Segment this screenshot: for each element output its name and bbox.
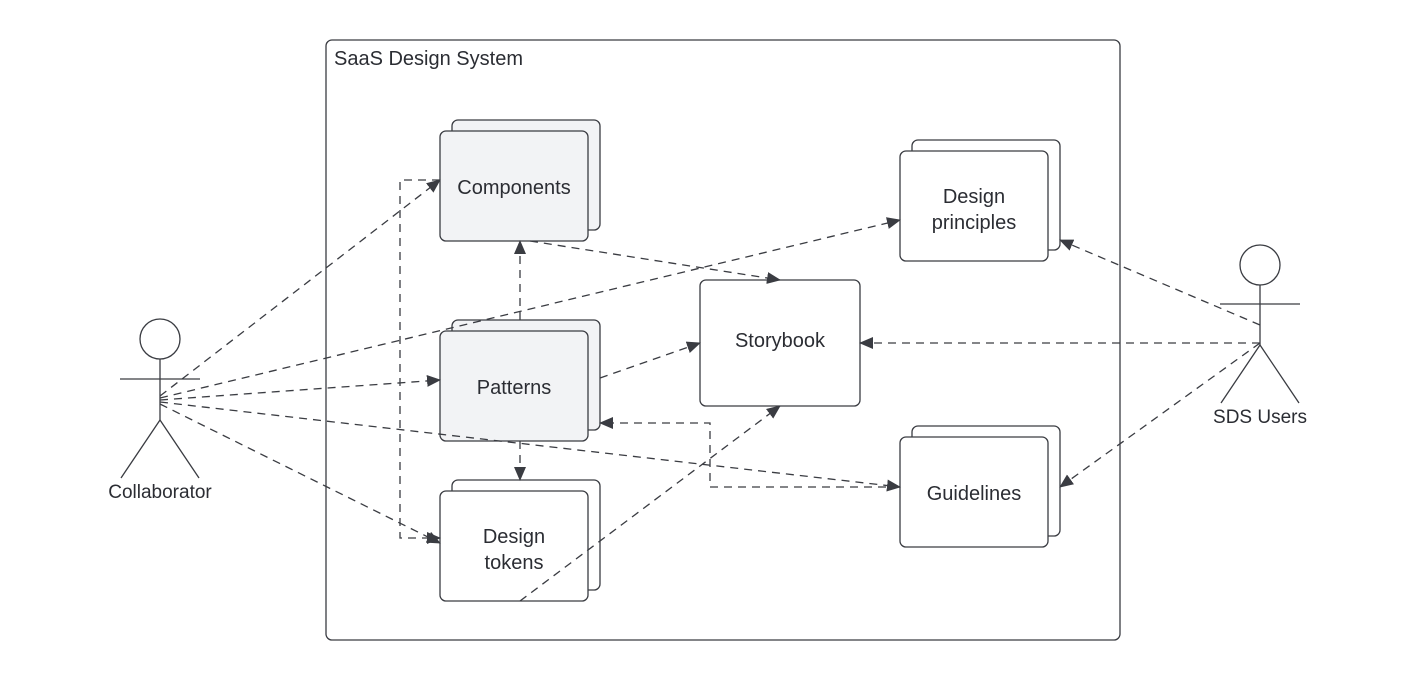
node-patterns[interactable]: Patterns <box>439 319 601 442</box>
edge-guidelines-patterns <box>599 417 900 488</box>
node-guidelines[interactable]: Guidelines <box>899 425 1061 548</box>
design-tokens-label-line-1: Design <box>483 526 545 548</box>
storybook-label: Storybook <box>735 330 826 352</box>
design-principles-label-line-2: principles <box>932 212 1016 234</box>
edge-design-tokens-storybook <box>519 405 781 602</box>
edge-components-design-tokens <box>399 179 441 544</box>
edges <box>159 179 1261 602</box>
design-principles-label-line-1: Design <box>943 186 1005 208</box>
actor-collaborator[interactable]: Collaborator <box>108 318 212 503</box>
node-components[interactable]: Components <box>439 119 601 242</box>
edge-components-storybook <box>529 240 781 284</box>
edge-collaborator-patterns <box>159 374 441 401</box>
guidelines-label: Guidelines <box>927 483 1022 505</box>
node-design-tokens[interactable]: Design tokens <box>439 479 601 602</box>
patterns-label: Patterns <box>477 377 551 399</box>
node-storybook[interactable]: Storybook <box>699 279 861 407</box>
edge-collaborator-design-tokens <box>159 403 441 544</box>
collaborator-label: Collaborator <box>108 482 212 503</box>
edge-collaborator-components <box>159 179 441 397</box>
edge-collaborator-guidelines <box>159 401 901 492</box>
edge-patterns-storybook <box>599 341 701 379</box>
system-title: SaaS Design System <box>334 48 523 70</box>
actor-sds-users[interactable]: SDS Users <box>1213 244 1307 428</box>
sds-users-label: SDS Users <box>1213 407 1307 428</box>
components-label: Components <box>457 177 570 199</box>
design-tokens-label-line-2: tokens <box>485 552 544 574</box>
node-design-principles[interactable]: Design principles <box>899 139 1061 262</box>
edge-collaborator-design-principles <box>159 217 901 399</box>
